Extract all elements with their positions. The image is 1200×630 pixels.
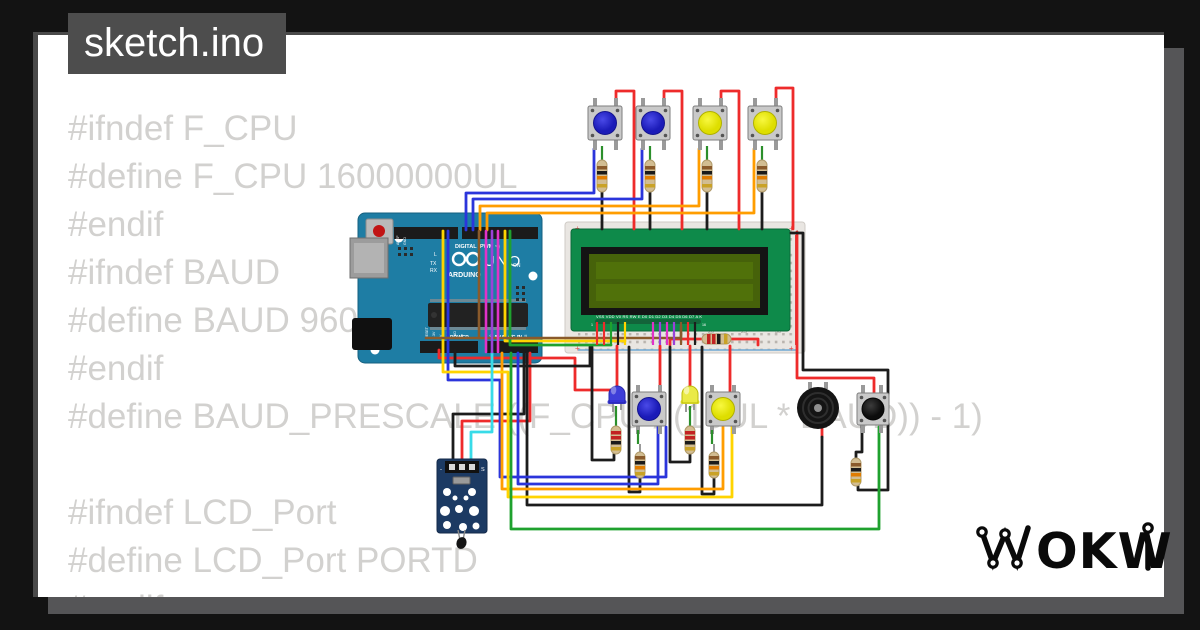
code-line: #endif (68, 585, 983, 597)
code-line: #define F_CPU 16000000UL (68, 157, 518, 196)
code-line: #endif (68, 205, 164, 244)
sketch-title-tab: sketch.ino (68, 13, 286, 74)
code-line: #define BAUD 9600 (68, 301, 378, 340)
preview-card: #ifndef F_CPU #define F_CPU 16000000UL #en… (33, 32, 1164, 597)
code-preview: #ifndef F_CPU #define F_CPU 16000000UL #en… (68, 105, 983, 597)
code-line: #ifndef BAUD (68, 253, 281, 292)
code-line: #ifndef F_CPU (68, 109, 298, 148)
code-line: #ifndef LCD_Port (68, 493, 337, 532)
sketch-filename: sketch.ino (84, 21, 265, 65)
code-line: #define BAUD_PRESCALE ((F_CPU / (16UL * … (68, 397, 983, 436)
code-line: #define LCD_Port PORTD (68, 541, 478, 580)
code-line (68, 441, 983, 489)
code-line: #endif (68, 349, 164, 388)
